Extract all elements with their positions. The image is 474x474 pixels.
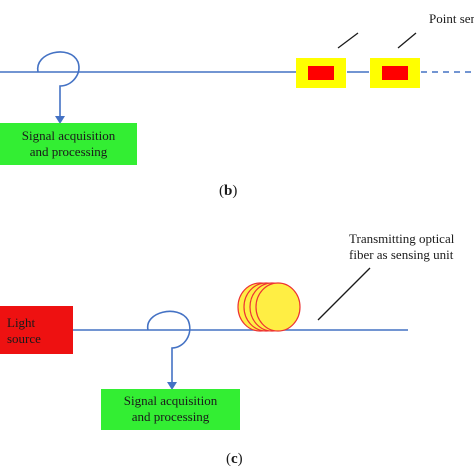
point-sensor-label: Point sen: [429, 11, 474, 26]
panel-c: [0, 267, 408, 430]
fiber-coupler-loop: [37, 51, 80, 118]
sensor-leader-line-1: [337, 32, 359, 49]
light-source-line1: Light: [7, 315, 36, 330]
light-source-line2: source: [7, 331, 41, 346]
signal-processing-line2: and processing: [29, 144, 108, 159]
panel-label-b-letter: b: [224, 183, 233, 199]
panel-label-c-letter: c: [231, 451, 238, 467]
fiber-sensing-line1: Transmitting optical: [349, 231, 455, 246]
panel-label-b-close: ): [232, 183, 238, 199]
fiber-coupler-loop: [147, 310, 191, 384]
arrow-head-icon: [167, 382, 177, 390]
sensor-leader-line-2: [397, 32, 417, 49]
fiber-sensing-label: Transmitting optical fiber as sensing un…: [349, 231, 454, 263]
panel-label-b-open: (: [219, 183, 224, 199]
panel-b: [0, 32, 474, 165]
signal-processing-line1: Signal acquisition: [21, 128, 116, 143]
panel-label-c-close: ): [237, 451, 243, 467]
fiber-leader-line: [317, 267, 371, 321]
light-source-label: Light source: [7, 315, 41, 347]
point-sensor-2-core: [382, 66, 408, 80]
point-sensor-1-core: [308, 66, 334, 80]
signal-processing-line1: Signal acquisition: [123, 393, 218, 408]
arrow-head-icon: [55, 116, 65, 124]
signal-processing-box: [101, 389, 240, 430]
panel-label-c-open: (: [226, 451, 231, 467]
fiber-coil-icon: [237, 282, 301, 332]
signal-processing-box: [0, 123, 137, 165]
signal-processing-line2: and processing: [131, 409, 210, 424]
panel-label-b: (b): [219, 183, 237, 200]
panel-label-c: (c): [226, 451, 243, 468]
signal-processing-label: Signal acquisition and processing: [101, 393, 240, 425]
signal-processing-label: Signal acquisition and processing: [0, 128, 137, 160]
fiber-sensing-line2: fiber as sensing unit: [349, 247, 454, 262]
light-source-box: [0, 306, 73, 354]
